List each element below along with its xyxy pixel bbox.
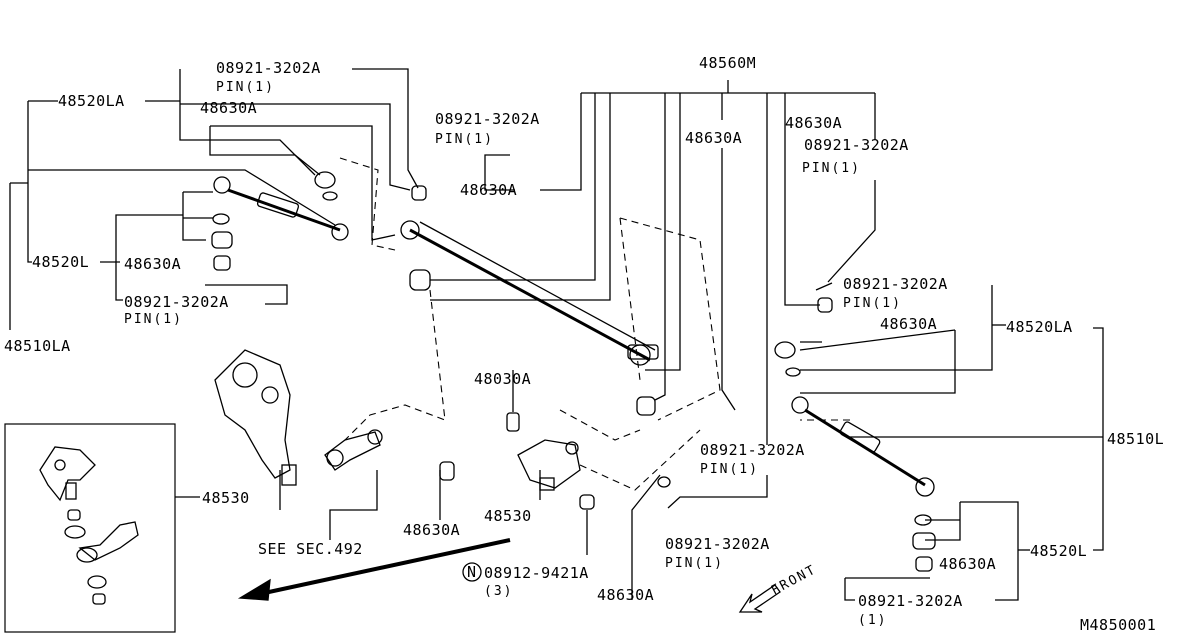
pin-label: PIN(1) — [216, 80, 275, 95]
part-label: 48520LA — [1006, 318, 1073, 336]
pin-label: PIN(1) — [665, 556, 724, 571]
pin-label: PIN(1) — [124, 312, 183, 327]
part-label: 08921-3202A — [858, 592, 963, 610]
steering-gear-box — [214, 349, 297, 486]
part-label: 08921-3202A — [435, 110, 540, 128]
pin-label: PIN(1) — [802, 161, 861, 176]
part-label: 48560M — [699, 54, 756, 72]
leader-lines — [9, 68, 1104, 601]
part-label: 48520L — [1030, 542, 1087, 560]
part-label: 08921-3202A — [843, 275, 948, 293]
idler-bracket — [506, 412, 671, 510]
part-label: 08921-3202A — [216, 59, 321, 77]
reference-label: SEE SEC.492 — [258, 540, 363, 558]
right-tie-rod-assembly — [774, 282, 936, 572]
diagram-id: M4850001 — [1080, 616, 1156, 634]
center-link-pieces — [409, 185, 656, 416]
part-label: 48630A — [597, 586, 654, 604]
part-label: 08921-3202A — [665, 535, 770, 553]
part-label: 48530 — [484, 507, 532, 525]
n-circle-symbol — [462, 562, 482, 582]
part-label: 48630A — [685, 129, 742, 147]
part-label: 48520L — [32, 253, 89, 271]
pin-label: PIN(1) — [435, 132, 494, 147]
part-label: 48630A — [939, 555, 996, 573]
front-direction-arrow — [237, 538, 781, 613]
front-label: FRONT — [769, 562, 819, 598]
inset-panel — [4, 423, 176, 633]
pin-label: (1) — [858, 613, 887, 628]
part-label: 48510L — [1107, 430, 1164, 448]
part-label: 08921-3202A — [124, 293, 229, 311]
part-label: 08921-3202A — [804, 136, 909, 154]
part-label: 48630A — [880, 315, 937, 333]
pin-label: PIN(1) — [700, 462, 759, 477]
part-label: 48520LA — [58, 92, 125, 110]
pin-label: PIN(1) — [843, 296, 902, 311]
part-label: 08912-9421A — [484, 564, 589, 582]
part-label: 48630A — [460, 181, 517, 199]
drag-link-rod — [400, 220, 659, 366]
qty-label: (3) — [484, 584, 513, 599]
part-label: 48630A — [785, 114, 842, 132]
part-label: 48030A — [474, 370, 531, 388]
part-label: 08921-3202A — [700, 441, 805, 459]
part-label: 48530 — [202, 489, 250, 507]
part-label: 48630A — [124, 255, 181, 273]
part-labels: 08921-3202A PIN(1) 48520LA 48630A 08921-… — [4, 54, 1164, 634]
n-symbol-letter: N — [467, 563, 477, 581]
part-label: 48630A — [403, 521, 460, 539]
part-label: 48630A — [200, 99, 257, 117]
part-label: 48510LA — [4, 337, 71, 355]
idler-arm — [324, 429, 455, 481]
left-tie-rod-assembly — [211, 171, 349, 271]
